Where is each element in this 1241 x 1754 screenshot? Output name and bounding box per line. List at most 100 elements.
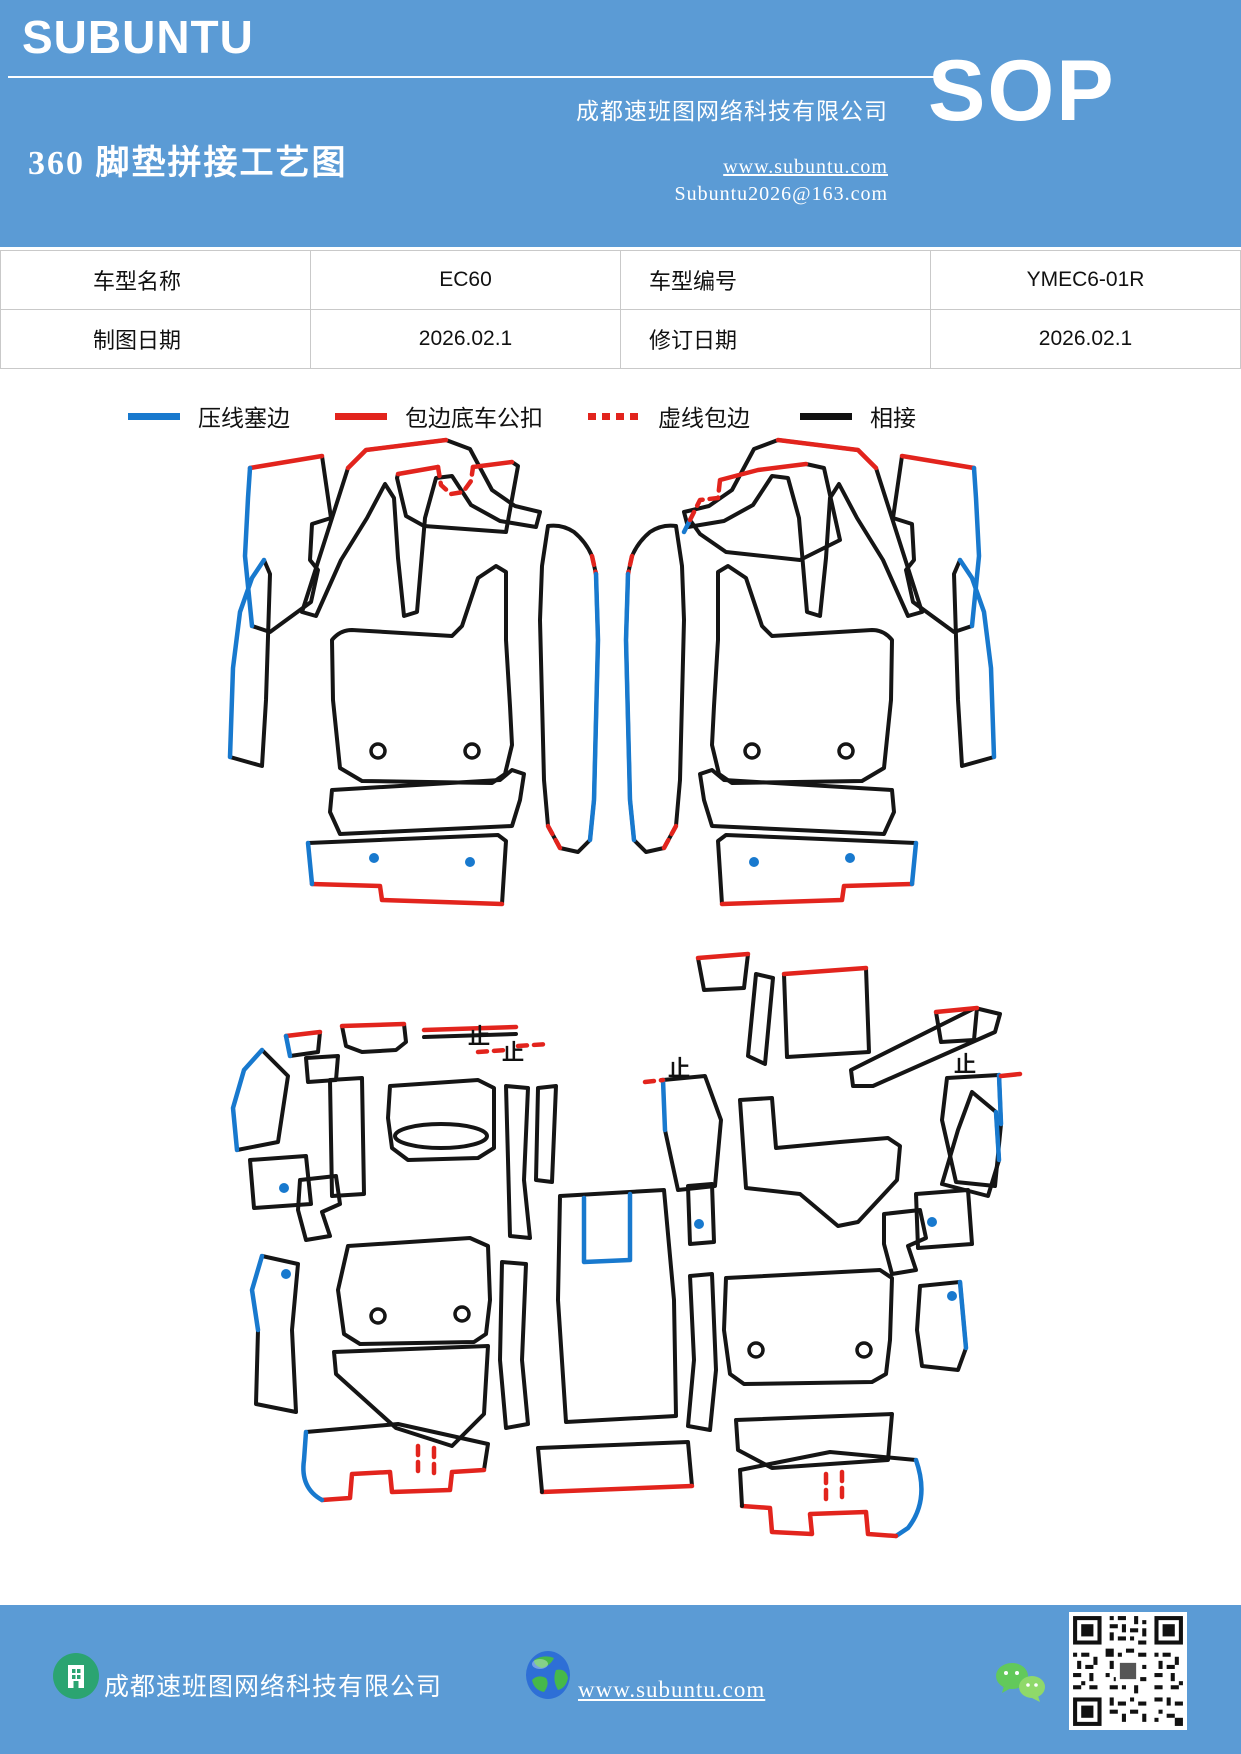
mat-hole [747,1341,765,1359]
red-line-swatch [335,412,387,420]
website-link[interactable]: www.subuntu.com [723,156,888,178]
legend-item-joint: 相接 [800,398,916,434]
mat-piece [254,1254,300,1414]
model-code-value-cell: YMEC6-01R [930,250,1241,310]
snap-dot [927,1217,937,1227]
edge-blue [623,571,637,843]
mat-piece [738,1468,744,1508]
legend-item-press-edge: 压线塞边 [128,398,290,434]
snap-dot [369,853,379,863]
snap-dot [281,1269,291,1279]
header-banner: SUBUNTU 360 脚垫拼接工艺图 成都速班图网络科技有限公司 www.su… [0,0,1241,247]
edge-blue [909,840,919,887]
mat-hole [369,1307,387,1325]
footer-website-link[interactable]: www.subuntu.com [578,1677,766,1702]
model-code-label-cell: 车型编号 [620,250,931,310]
edge-blue [893,1457,924,1539]
mat-piece [661,1074,723,1192]
stop-mark-label: 止 [668,1056,690,1081]
edge-blue [587,571,601,843]
mat-hole [837,742,855,760]
edge-red-dashed [515,1041,551,1049]
mat-piece [914,1188,974,1250]
red-dashed-swatch [588,412,640,420]
snap-dot [279,1183,289,1193]
edge-red [719,881,915,907]
qr-code [1069,1612,1187,1730]
process-diagram: 止 止 [227,437,1023,1539]
mat-piece [891,454,974,634]
mat-hole [743,742,761,760]
mat-piece [336,1236,492,1346]
footer-company-name: 成都速班图网络科技有限公司 [104,1674,443,1701]
edge-blue [957,1279,969,1351]
edge-blue [283,1033,293,1059]
email-text[interactable]: Subuntu2026@163.com [674,183,888,205]
mat-piece [235,1048,290,1152]
company-name: 成都速班图网络科技有限公司 [576,99,888,124]
edge-red [470,459,515,470]
mat-piece [952,558,996,768]
legend-item-binding-buckle: 包边底车公扣 [335,398,543,434]
mat-piece [296,1174,342,1242]
mat-piece [688,462,842,562]
page-title: 360 脚垫拼接工艺图 [28,145,348,182]
mat-hole [855,1341,873,1359]
edge-red [283,1029,323,1039]
edge-red [539,1483,695,1495]
mat-hole [453,1305,471,1323]
snap-dot [845,853,855,863]
mat-piece [698,768,896,836]
blue-line-swatch [128,412,180,420]
legend-label: 虚线包边 [658,406,750,431]
header-divider [8,76,936,78]
black-line-swatch [800,412,852,420]
mat-piece [330,564,514,785]
legend-label: 包边底车公扣 [405,406,543,431]
logo-text: SUBUNTU [22,11,254,63]
edge-red [775,437,879,471]
mat-piece [536,1440,694,1488]
full-set-right: 止 止 [642,951,1023,1539]
edge-blue [660,1077,668,1133]
edge-blue [993,1109,1002,1163]
stop-mark-label: 止 [468,1024,490,1049]
revise-date-value-cell: 2026.02.1 [930,309,1241,369]
edge-blue [249,1253,265,1333]
mat-piece [716,833,918,906]
table-row: 制图日期 2026.02.1 修订日期 2026.02.1 [0,309,1241,369]
edge-red-dashed [687,477,723,523]
edge-red [395,464,441,477]
edge-blue [227,557,267,760]
edge-blue [957,557,997,760]
company-building-icon [53,1653,99,1699]
edge-blue [996,1072,1004,1127]
mat-piece [422,1032,518,1039]
mat-piece [536,1446,544,1494]
edge-red [247,453,325,471]
mat-piece [300,438,542,618]
edge-blue [969,465,982,629]
edge-red [899,453,977,471]
mat-piece [624,523,686,854]
edge-red [933,1005,980,1015]
mat-piece [556,1188,678,1424]
model-name-value-cell: EC60 [310,250,621,310]
mat-piece [504,1084,532,1240]
edge-red [345,437,449,471]
mat-hole [369,742,387,760]
mat-piece [395,460,520,534]
revise-date-label-cell: 修订日期 [620,309,931,369]
edge-blue [242,465,255,629]
mat-piece [738,1450,918,1472]
mat-piece [306,833,508,906]
mat-piece [738,1096,902,1228]
edge-red [319,1467,487,1503]
snap-dot [465,857,475,867]
edge-red [781,965,869,977]
mat-piece [538,523,600,854]
edge-blue [230,1047,265,1153]
front-mats-left [227,437,601,907]
mat-slot [393,1122,489,1150]
